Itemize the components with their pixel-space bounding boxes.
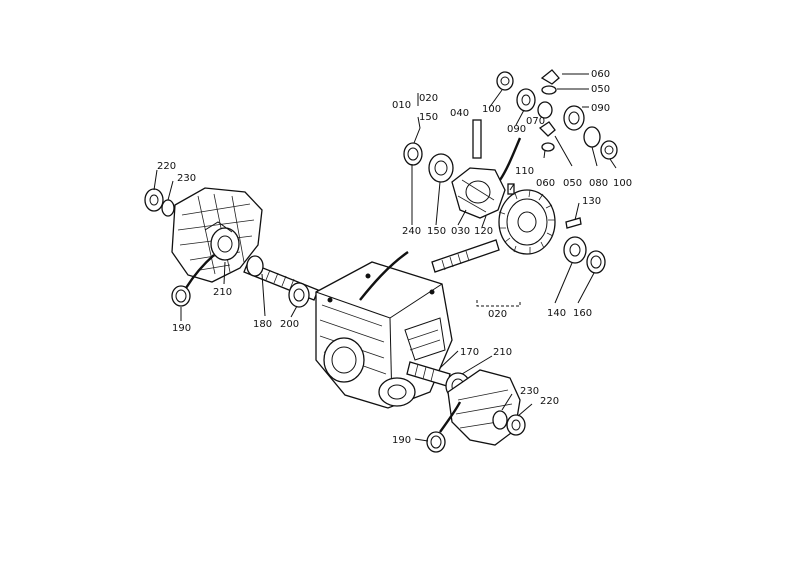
label-170: 170 bbox=[460, 347, 479, 358]
label-080: 080 bbox=[589, 178, 608, 189]
washer-050-top bbox=[541, 85, 557, 95]
label-050-bottom: 050 bbox=[563, 178, 582, 189]
seal-220-left bbox=[144, 188, 164, 212]
label-190-right: 190 bbox=[392, 435, 411, 446]
label-090-right: 090 bbox=[591, 103, 610, 114]
washer-240 bbox=[403, 142, 423, 166]
bush-080 bbox=[583, 126, 601, 148]
washer-050-bottom bbox=[541, 142, 555, 152]
washer-100-right bbox=[600, 140, 618, 160]
label-110: 110 bbox=[515, 166, 534, 177]
bearing-230-left bbox=[161, 199, 175, 217]
main-gearbox-housing bbox=[315, 261, 453, 409]
arrow-190-left bbox=[184, 254, 215, 289]
label-020-top: 020 bbox=[419, 93, 438, 104]
label-150-top: 150 bbox=[419, 112, 438, 123]
pin-040 bbox=[472, 119, 482, 159]
label-100-upper: 100 bbox=[482, 104, 501, 115]
arrow-into-housing bbox=[359, 251, 409, 301]
label-210-right: 210 bbox=[493, 347, 512, 358]
leader-lines bbox=[153, 73, 617, 442]
label-010: 010 bbox=[392, 100, 411, 111]
label-050-top: 050 bbox=[591, 84, 610, 95]
washer-100-upper bbox=[496, 71, 514, 91]
side-gear-090-right bbox=[563, 105, 585, 131]
bearing-230-right bbox=[492, 410, 508, 430]
bolt-130 bbox=[565, 217, 582, 229]
label-130: 130 bbox=[582, 196, 601, 207]
label-150: 150 bbox=[427, 226, 446, 237]
label-020-bottom: 020 bbox=[488, 309, 507, 320]
part-labels: 010 020 150 040 100 090 070 060 050 090 … bbox=[157, 69, 632, 446]
label-190-left: 190 bbox=[172, 323, 191, 334]
pinion-shaft-020 bbox=[431, 239, 500, 273]
bearing-150 bbox=[428, 153, 454, 183]
label-240: 240 bbox=[402, 226, 421, 237]
label-120: 120 bbox=[474, 226, 493, 237]
label-160: 160 bbox=[573, 308, 592, 319]
label-180: 180 bbox=[253, 319, 272, 330]
pinion-060-top bbox=[540, 69, 560, 85]
label-200: 200 bbox=[280, 319, 299, 330]
left-cover-housing bbox=[171, 187, 263, 283]
label-220-right: 220 bbox=[540, 396, 559, 407]
washer-190-right bbox=[426, 431, 446, 453]
label-070: 070 bbox=[526, 116, 545, 127]
cross-shaft-070 bbox=[537, 101, 553, 119]
label-090-left: 090 bbox=[507, 124, 526, 135]
label-030: 030 bbox=[451, 226, 470, 237]
label-140: 140 bbox=[547, 308, 566, 319]
label-040: 040 bbox=[450, 108, 469, 119]
bearing-200 bbox=[288, 282, 310, 308]
arrow-190-right bbox=[439, 401, 462, 433]
ring-gear-120 bbox=[498, 189, 556, 255]
pinion-060-bottom bbox=[538, 121, 556, 137]
label-220-left: 220 bbox=[157, 161, 176, 172]
label-210-left: 210 bbox=[213, 287, 232, 298]
label-230-right: 230 bbox=[520, 386, 539, 397]
label-060-bottom: 060 bbox=[536, 178, 555, 189]
washer-160 bbox=[586, 250, 606, 274]
differential-case-030 bbox=[451, 167, 506, 219]
bearing-140 bbox=[563, 236, 587, 264]
label-100-right: 100 bbox=[613, 178, 632, 189]
seal-220-right bbox=[506, 414, 526, 436]
side-gear-090-left bbox=[516, 88, 536, 112]
washer-190-left bbox=[171, 285, 191, 307]
label-230-left: 230 bbox=[177, 173, 196, 184]
arrow-diff-case bbox=[499, 137, 522, 181]
label-060-top: 060 bbox=[591, 69, 610, 80]
